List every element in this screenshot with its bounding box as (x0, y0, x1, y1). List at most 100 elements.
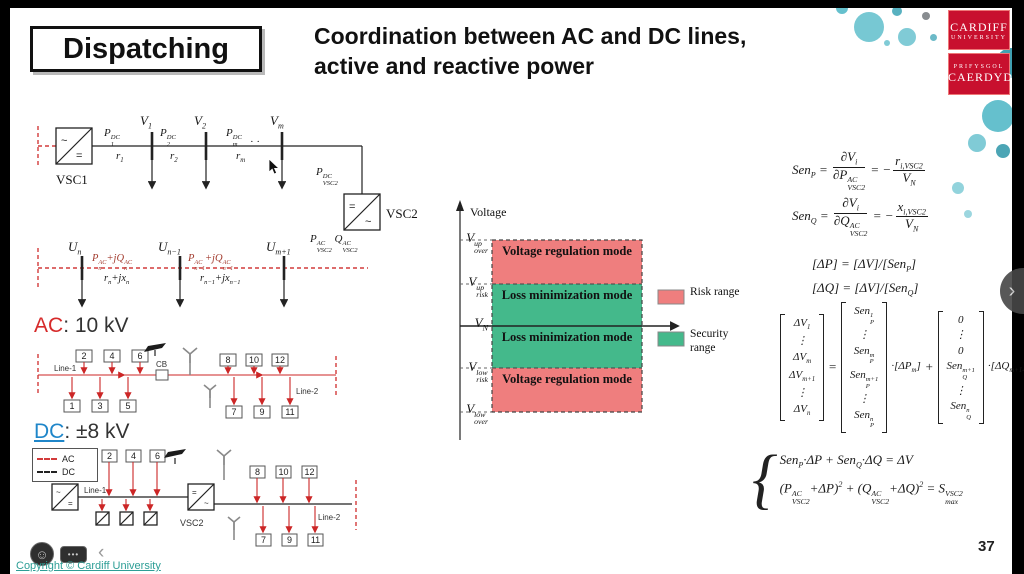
decor-circle (854, 12, 884, 42)
cardiff-university-logo: CARDIFF UNIVERSITY PRIFYSGOL CAERDYDD (948, 10, 1022, 95)
node-12: 12 (271, 353, 289, 375)
line2-label: Line-2 (318, 513, 341, 522)
slide-title: Coordination between AC and DC lines, ac… (314, 22, 746, 82)
decor-circle (892, 6, 902, 16)
vm-label: Vm (270, 113, 284, 131)
node-11: 11 (281, 377, 299, 419)
axis-arrowhead (456, 200, 464, 211)
logo-welsh-box: PRIFYSGOL CAERDYDD (948, 53, 1022, 95)
node-7: 7 (255, 506, 272, 547)
decor-circle (952, 182, 964, 194)
security-legend-swatch (657, 331, 685, 347)
node-3: 3 (91, 377, 109, 413)
load-converter-symbol (95, 499, 110, 526)
decor-circle (930, 34, 937, 41)
ac-line-sample (37, 457, 57, 460)
svg-text:11: 11 (311, 535, 320, 545)
band-security-upper (492, 284, 642, 326)
dc-feeder-svg: ~ = VSC1 = ~ VSC2 (37, 126, 418, 231)
v1-label: V1 (140, 113, 152, 131)
ac-feeder-svg (37, 248, 368, 308)
svg-text:10: 10 (278, 467, 288, 477)
ac-network-svg: Line-1 CB Line-2 2 4 6 8 10 12 1 3 5 7 9… (37, 343, 337, 419)
svg-text:7: 7 (261, 535, 266, 545)
page-number: 37 (978, 538, 995, 555)
line-type-legend: AC DC (32, 448, 98, 482)
chat-button[interactable]: ••• (60, 546, 87, 563)
right-letterbox-bar (1012, 0, 1024, 296)
dc-network-diagram: AC DC ~ = Line-1 = ~ VSC2 Line-2 (28, 446, 373, 566)
vsc2-label: VSC2 (386, 206, 418, 221)
svg-text:~: ~ (204, 499, 209, 508)
delta-q-equation: [ΔQ] = [ΔV]/[SenQ] (812, 280, 919, 298)
legend-dc-label: DC (62, 466, 75, 477)
copyright-text: Copyright © Cardiff University (16, 560, 161, 572)
node-2: 2 (75, 349, 93, 375)
logo-cardiff-text: CARDIFF (950, 19, 1008, 34)
node-6: 6 (149, 449, 166, 497)
ac-text: AC (34, 314, 64, 337)
mouse-cursor (268, 158, 281, 175)
node-10: 10 (275, 465, 292, 504)
cb-label: CB (156, 360, 167, 369)
system-brace: { (752, 441, 778, 516)
svg-text:6: 6 (137, 351, 142, 361)
svg-text:4: 4 (109, 351, 114, 361)
top-letterbox-bar (0, 0, 1024, 8)
band-risk-upper (492, 240, 642, 284)
node-5: 5 (119, 377, 137, 413)
node-10: 10 (245, 353, 263, 375)
line1-label: Line-1 (54, 364, 77, 373)
ac-system-label: AC: 10 kV (34, 314, 129, 338)
legend-ac-label: AC (62, 453, 75, 464)
solar-panel-icon (144, 343, 166, 356)
r1-label: r1 (116, 150, 124, 165)
wind-turbine-icon (182, 347, 198, 375)
band-security-lower (492, 326, 642, 368)
legend-ac-row: AC (37, 452, 93, 465)
seg1-impedance-label: rn+jxn (104, 273, 130, 287)
security-legend-label: Security range (690, 328, 729, 354)
dc-voltage-text: : ±8 kV (64, 420, 130, 443)
node-9: 9 (253, 377, 271, 419)
slide-title-line2: active and reactive power (314, 52, 594, 79)
previous-overlay-chevron[interactable]: ‹ (98, 542, 105, 563)
svg-text:~: ~ (56, 488, 61, 497)
voltage-chart-svg: Voltage (456, 200, 685, 440)
ac-network-diagram: Line-1 CB Line-2 2 4 6 8 10 12 1 3 5 7 9… (28, 342, 363, 434)
svg-text:2: 2 (107, 451, 112, 461)
section-badge: Dispatching (30, 26, 262, 72)
decor-circle (922, 12, 930, 20)
vsc2-converter-symbol: = ~ (343, 193, 381, 231)
risk-legend-label: Risk range (690, 286, 740, 298)
load-converter-symbol (143, 499, 158, 526)
reaction-smiley-button[interactable]: ☺ (30, 542, 54, 566)
delta-p-equation: [ΔP] = [ΔV]/[SenP] (812, 256, 917, 274)
svg-text:1: 1 (69, 401, 74, 411)
slide-title-line1: Coordination between AC and DC lines, (314, 23, 747, 49)
band-label-2: Loss minimization mode (501, 288, 633, 302)
svg-text:=: = (68, 499, 73, 508)
circuit-breaker (155, 369, 169, 381)
svg-text:8: 8 (225, 355, 230, 365)
delta-pm-factor: ·[ΔPm] (891, 359, 921, 375)
band-label-4: Voltage regulation mode (502, 372, 632, 386)
svg-text:12: 12 (304, 467, 314, 477)
svg-text:=: = (76, 150, 82, 162)
equals-sign: = (828, 359, 837, 375)
vsc1-label: VSC1 (56, 172, 88, 187)
seg2-impedance-label: rn−1+jxn−1 (200, 273, 241, 287)
continuation-dots: · · (250, 136, 261, 148)
